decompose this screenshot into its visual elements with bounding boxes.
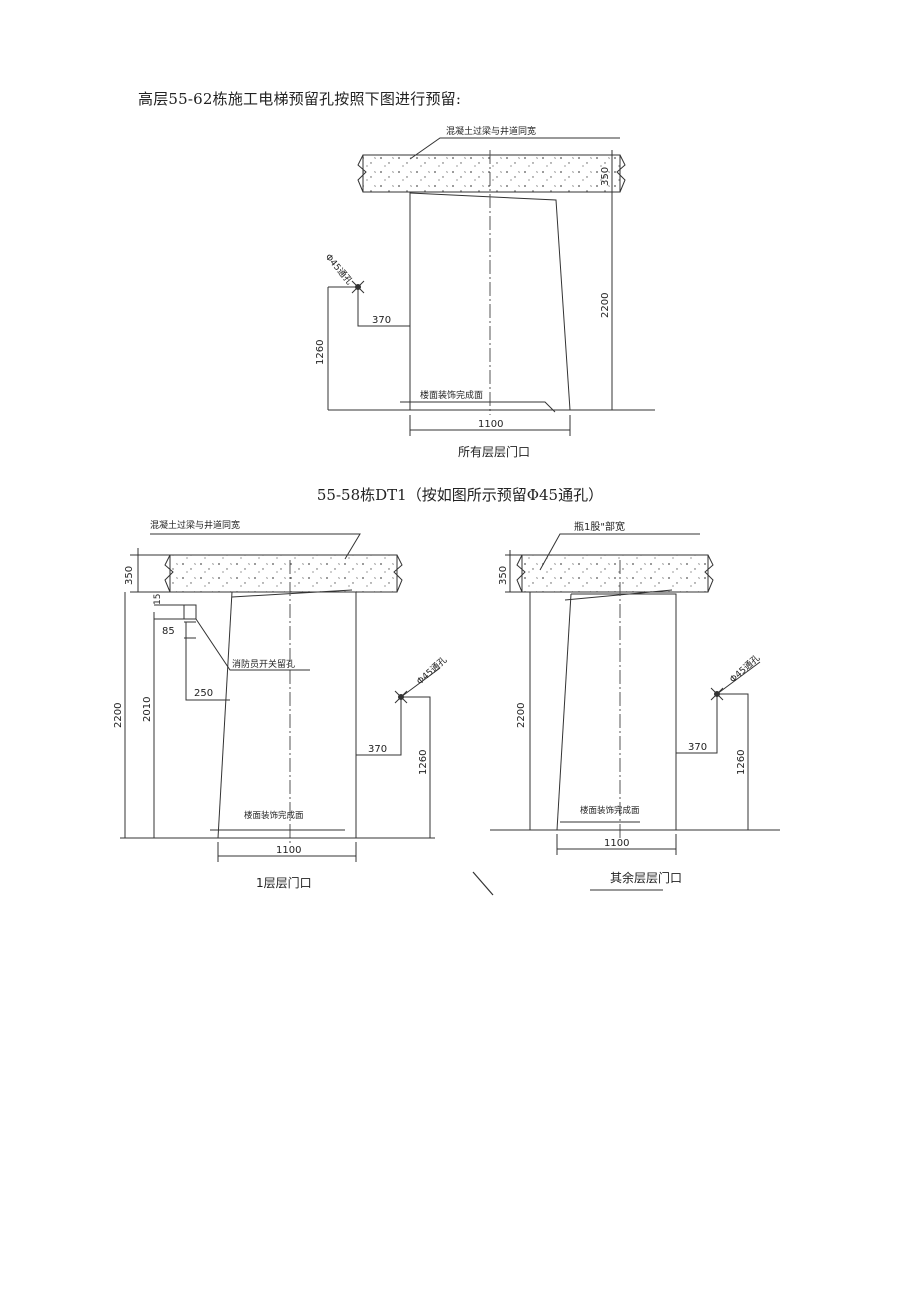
dim-1100-2: 1100 xyxy=(276,845,301,856)
beam-2 xyxy=(169,554,398,593)
dim-250: 250 xyxy=(194,688,213,699)
beam-note-1: 混凝土过梁与井道同宽 xyxy=(446,125,536,137)
beam-3 xyxy=(521,554,709,593)
intro-text: 高层55-62栋施工电梯预留孔按照下图进行预留: xyxy=(138,90,462,108)
beam-1 xyxy=(362,154,621,193)
dim-370-1: 370 xyxy=(372,315,391,326)
door-left-edge-2 xyxy=(217,591,233,839)
caption-2: 1层层门口 xyxy=(256,875,312,890)
stray-mark xyxy=(472,871,494,896)
dim-1260-1: 1260 xyxy=(315,340,326,365)
dim-15: 15 xyxy=(153,594,163,605)
dim-2200-2: 2200 xyxy=(113,703,124,728)
beam-note-3: 瓶1股"部宽 xyxy=(574,520,625,533)
dim-1260-2: 1260 xyxy=(418,750,429,775)
hole-note-3: Φ45通孔 xyxy=(728,653,763,686)
dim-2010: 2010 xyxy=(142,697,153,722)
dim-370-2: 370 xyxy=(368,744,387,755)
switch-box xyxy=(183,604,197,620)
figure-3 xyxy=(490,533,780,855)
beam-leader-2 xyxy=(150,533,361,560)
break-mark-right xyxy=(616,154,626,193)
dim-85: 85 xyxy=(162,626,175,637)
hole-note-1: Φ45通孔 xyxy=(323,252,355,287)
door-right-edge xyxy=(409,192,571,411)
beam-leader-3 xyxy=(539,533,700,571)
floor-note-3: 楼面装饰完成面 xyxy=(580,805,640,816)
beam-note-2: 混凝土过梁与井道同宽 xyxy=(150,519,240,531)
figure-2 xyxy=(120,533,441,862)
break-mark-left xyxy=(357,154,367,193)
switch-note: 消防员开关留孔 xyxy=(232,658,295,670)
dim-2200-1: 2200 xyxy=(600,293,611,318)
dim-350-2: 350 xyxy=(124,566,135,585)
door-right-edge-2 xyxy=(232,591,357,838)
beam-leader xyxy=(409,137,620,160)
dim-1260-3: 1260 xyxy=(736,750,747,775)
caption-1: 所有层层门口 xyxy=(458,444,530,459)
switch-leader xyxy=(195,618,310,671)
dim-370-3: 370 xyxy=(688,742,707,753)
floor-note-1: 楼面装饰完成面 xyxy=(420,389,483,401)
floor-note-2: 楼面装饰完成面 xyxy=(244,810,304,821)
dim-1100-1: 1100 xyxy=(478,419,503,430)
section2-title: 55-58栋DT1（按如图所示预留Φ45通孔） xyxy=(316,486,604,504)
hole-note-2: Φ45通孔 xyxy=(415,655,450,688)
door-left-edge-3 xyxy=(556,593,572,831)
dim-350-1: 350 xyxy=(600,167,611,186)
door-right-edge-3 xyxy=(571,593,677,830)
dim-1100-3: 1100 xyxy=(604,838,629,849)
caption-3: 其余层层门口 xyxy=(610,870,682,885)
dim-2200-3: 2200 xyxy=(516,703,527,728)
figure-1 xyxy=(327,137,655,436)
dim-350-3: 350 xyxy=(498,566,509,585)
